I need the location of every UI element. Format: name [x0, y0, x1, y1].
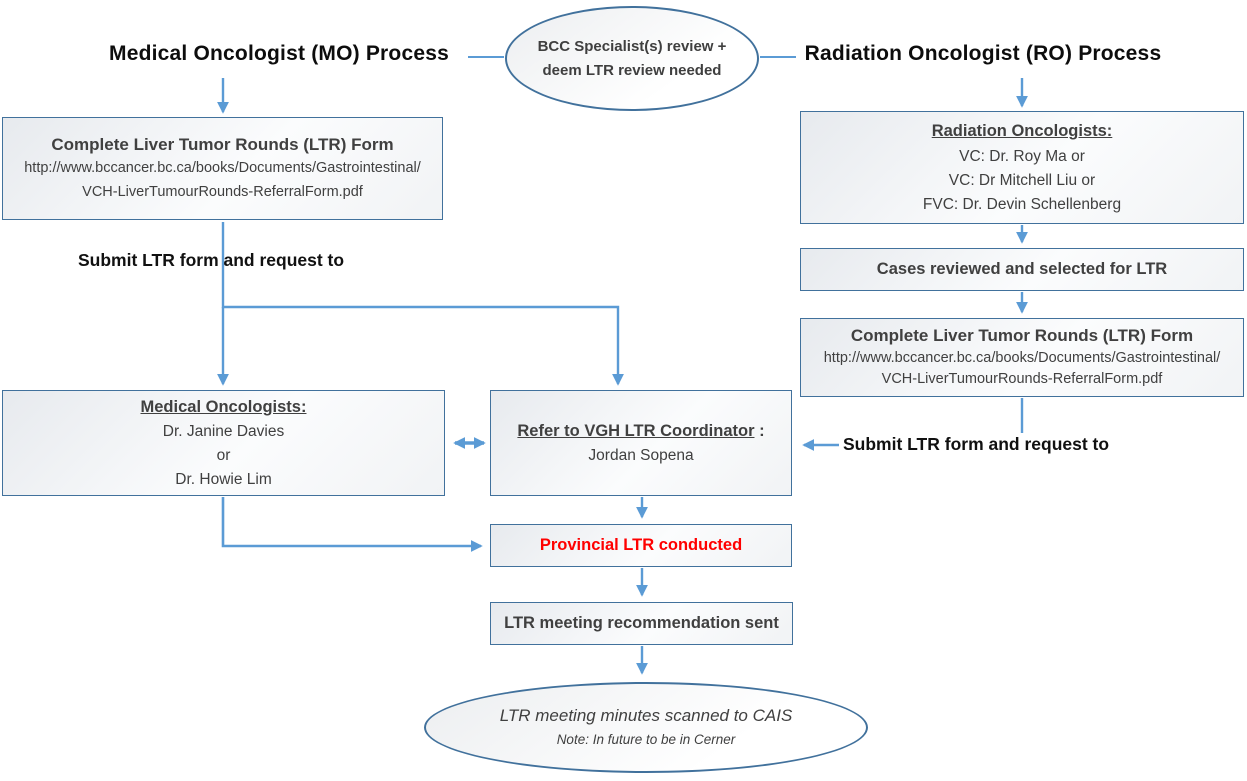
medical-oncologists-box: Medical Oncologists: Dr. Janine Davies o…: [2, 390, 445, 496]
ro-form-url-line1: http://www.bccancer.bc.ca/books/Document…: [823, 349, 1221, 366]
ro-submit-ltr-label: Submit LTR form and request to: [843, 434, 1110, 454]
ro-form-url-line2: VCH-LiverTumourRounds-ReferralForm.pdf: [881, 370, 1163, 387]
arrow-mo-oncologists-to-provincial: [221, 497, 483, 552]
mo-process-title: Medical Oncologist (MO) Process: [109, 42, 449, 65]
radiation-oncologists-heading: Radiation Oncologists:: [931, 122, 1113, 141]
coordinator-heading-row: Refer to VGH LTR Coordinator :: [517, 418, 764, 445]
ltr-minutes-scanned-text: LTR meeting minutes scanned to CAIS: [499, 706, 793, 726]
radiation-oncologist-name-2: VC: Dr Mitchell Liu or: [948, 171, 1096, 189]
coordinator-heading-colon: :: [754, 421, 765, 440]
medical-oncologist-name-1: Dr. Janine Davies: [162, 423, 285, 441]
provincial-ltr-conducted-label: Provincial LTR conducted: [539, 536, 743, 554]
bcc-specialist-review-ellipse: BCC Specialist(s) review + deem LTR revi…: [505, 6, 759, 111]
radiation-oncologist-name-1: VC: Dr. Roy Ma or: [959, 147, 1085, 165]
medical-oncologist-name-2: Dr. Howie Lim: [175, 471, 272, 489]
mo-complete-ltr-form-box: Complete Liver Tumor Rounds (LTR) Form h…: [2, 117, 443, 220]
cases-reviewed-box: Cases reviewed and selected for LTR: [800, 248, 1244, 291]
mo-form-url-line2: VCH-LiverTumourRounds-ReferralForm.pdf: [82, 184, 363, 201]
mo-form-url-line1: http://www.bccancer.bc.ca/books/Document…: [24, 160, 421, 177]
branch-mo-form-to-coordinator: [221, 222, 624, 386]
ltr-minutes-note-text: Note: In future to be in Cerner: [556, 731, 736, 747]
ltr-recommendation-sent-label: LTR meeting recommendation sent: [504, 614, 779, 632]
bcc-specialist-review-text: BCC Specialist(s) review + deem LTR revi…: [537, 37, 727, 79]
ro-process-title: Radiation Oncologist (RO) Process: [804, 42, 1162, 65]
vgh-ltr-coordinator-box: Refer to VGH LTR Coordinator : Jordan So…: [490, 390, 792, 496]
radiation-oncologist-name-3: FVC: Dr. Devin Schellenberg: [922, 195, 1122, 213]
radiation-oncologists-box: Radiation Oncologists: VC: Dr. Roy Ma or…: [800, 111, 1244, 224]
coordinator-heading: Refer to VGH LTR Coordinator: [517, 421, 755, 440]
ltr-recommendation-sent-box: LTR meeting recommendation sent: [490, 602, 793, 645]
mo-submit-ltr-label: Submit LTR form and request to: [78, 250, 345, 270]
provincial-ltr-conducted-box: Provincial LTR conducted: [490, 524, 792, 567]
mo-form-box-title: Complete Liver Tumor Rounds (LTR) Form: [51, 134, 394, 154]
cases-reviewed-label: Cases reviewed and selected for LTR: [876, 260, 1168, 278]
ltr-minutes-scanned-ellipse: LTR meeting minutes scanned to CAIS Note…: [424, 682, 868, 773]
medical-oncologists-heading: Medical Oncologists:: [140, 397, 307, 416]
coordinator-name: Jordan Sopena: [588, 447, 694, 465]
ro-complete-ltr-form-box: Complete Liver Tumor Rounds (LTR) Form h…: [800, 318, 1244, 397]
ro-form-box-title: Complete Liver Tumor Rounds (LTR) Form: [850, 326, 1194, 346]
medical-oncologist-or: or: [216, 447, 231, 465]
